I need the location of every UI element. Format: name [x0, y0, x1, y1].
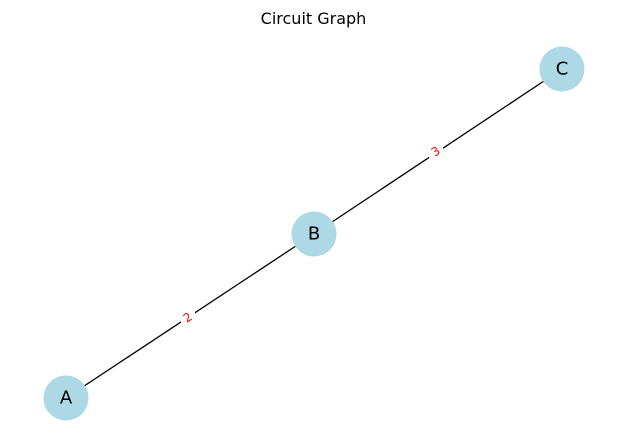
- diagram-title: Circuit Graph: [260, 9, 367, 28]
- node-a: A: [43, 375, 89, 421]
- node-b-circle: [291, 211, 337, 257]
- edge-label-b-c: 3: [429, 144, 443, 161]
- node-b-label: B: [308, 224, 320, 245]
- node-c: C: [539, 46, 585, 92]
- node-b: B: [291, 211, 337, 257]
- node-a-circle: [43, 375, 89, 421]
- node-c-label: C: [556, 59, 569, 80]
- edge-label-a-b: 2: [181, 310, 195, 327]
- node-a-label: A: [60, 388, 73, 409]
- node-c-circle: [539, 46, 585, 92]
